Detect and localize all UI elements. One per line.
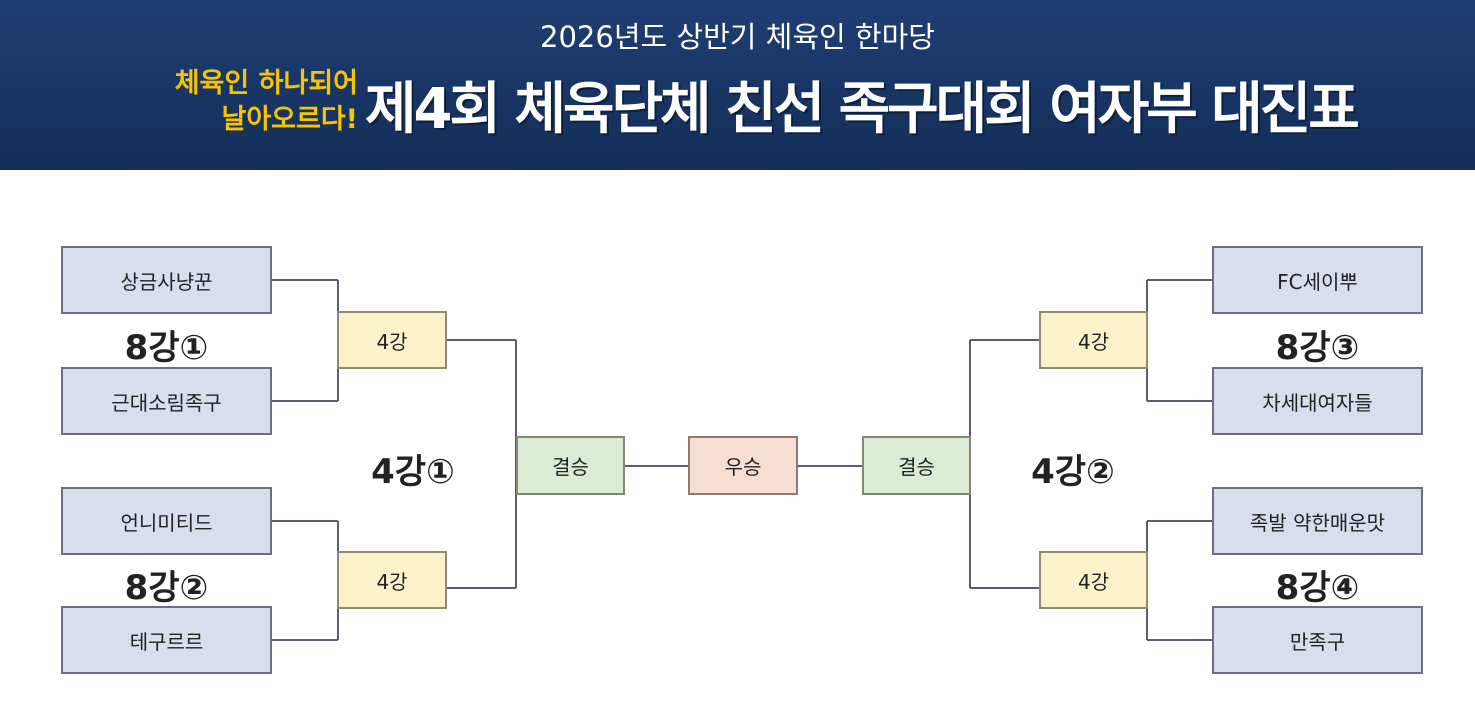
final-box: 결승 (516, 436, 625, 495)
semifinal-box: 4강 (337, 551, 447, 609)
team-box: 족발 약한매운맛 (1212, 487, 1423, 555)
slogan-line-2: 날아오르다! (221, 104, 358, 135)
final-box: 결승 (862, 436, 971, 495)
round8-label: 8강③ (1275, 328, 1360, 368)
team-box: 차세대여자들 (1212, 367, 1423, 435)
event-subtitle: 2026년도 상반기 체육인 한마당 (540, 20, 935, 54)
slogan-line-1: 체육인 하나되어 (174, 68, 358, 99)
semifinal-label: 4강① (371, 452, 455, 492)
round8-label: 8강② (124, 568, 209, 608)
team-box: 언니미티드 (61, 487, 272, 555)
semifinal-box: 4강 (337, 311, 447, 369)
team-box: FC세이뿌 (1212, 246, 1423, 314)
page-title: 제4회 체육단체 친선 족구대회 여자부 대진표 (365, 77, 1360, 142)
slogan: 체육인 하나되어 날아오르다! (58, 66, 358, 138)
semifinal-box: 4강 (1039, 311, 1148, 369)
team-box: 근대소림족구 (61, 367, 272, 435)
round8-label: 8강① (124, 328, 209, 368)
semifinal-label: 4강② (1031, 452, 1115, 492)
champion-box: 우승 (688, 436, 798, 495)
team-box: 테구르르 (61, 606, 272, 674)
round8-label: 8강④ (1275, 568, 1360, 608)
team-box: 만족구 (1212, 606, 1423, 674)
team-box: 상금사냥꾼 (61, 246, 272, 314)
semifinal-box: 4강 (1039, 551, 1148, 609)
header-banner: 2026년도 상반기 체육인 한마당 체육인 하나되어 날아오르다! 제4회 체… (0, 0, 1475, 170)
